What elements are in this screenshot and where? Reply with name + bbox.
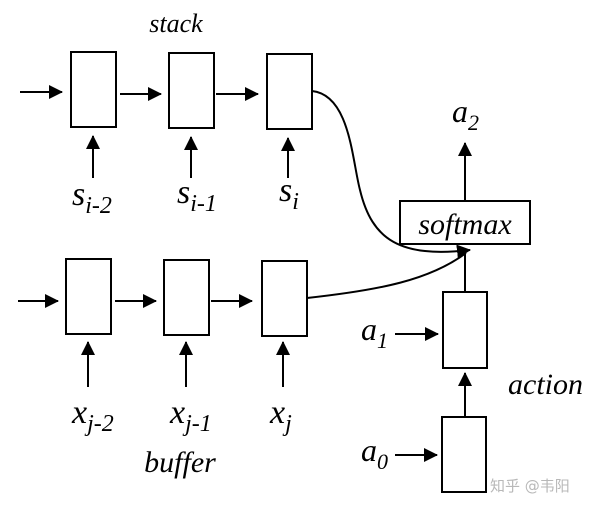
buffer-cell-3 bbox=[261, 260, 308, 337]
output-label: a2 bbox=[452, 93, 479, 135]
stack-title: stack bbox=[149, 9, 203, 38]
softmax-label: softmax bbox=[418, 208, 512, 241]
stack-label-1: si-2 bbox=[72, 176, 112, 219]
stack-label-2: si-1 bbox=[177, 174, 217, 217]
stack-cell-1 bbox=[70, 51, 117, 128]
watermark: 知乎 @韦阳 bbox=[490, 477, 570, 495]
stack-cell-2 bbox=[168, 52, 215, 129]
stack-cell-3 bbox=[266, 53, 313, 130]
action-title: action bbox=[508, 368, 583, 401]
action-column: a1 a0 action bbox=[361, 252, 583, 493]
buffer-cell-1 bbox=[65, 258, 112, 335]
stack-to-softmax-curve bbox=[311, 90, 471, 259]
buffer-label-2: xj-1 bbox=[169, 394, 212, 437]
action-cell-2 bbox=[442, 291, 488, 369]
softmax-box bbox=[399, 200, 531, 245]
buffer-cell-2 bbox=[163, 259, 210, 336]
buffer-title: buffer bbox=[144, 446, 216, 479]
action-label-0: a0 bbox=[361, 432, 388, 474]
buffer-label-3: xj bbox=[269, 394, 292, 437]
action-label-1: a1 bbox=[361, 311, 388, 353]
stack-row: si-2 si-1 si bbox=[20, 51, 313, 219]
stack-label-3: si bbox=[279, 172, 299, 215]
buffer-label-1: xj-2 bbox=[71, 394, 114, 437]
buffer-row: xj-2 xj-1 xj bbox=[18, 258, 308, 437]
action-cell-1 bbox=[441, 416, 487, 493]
buffer-to-softmax-curve bbox=[306, 252, 467, 299]
